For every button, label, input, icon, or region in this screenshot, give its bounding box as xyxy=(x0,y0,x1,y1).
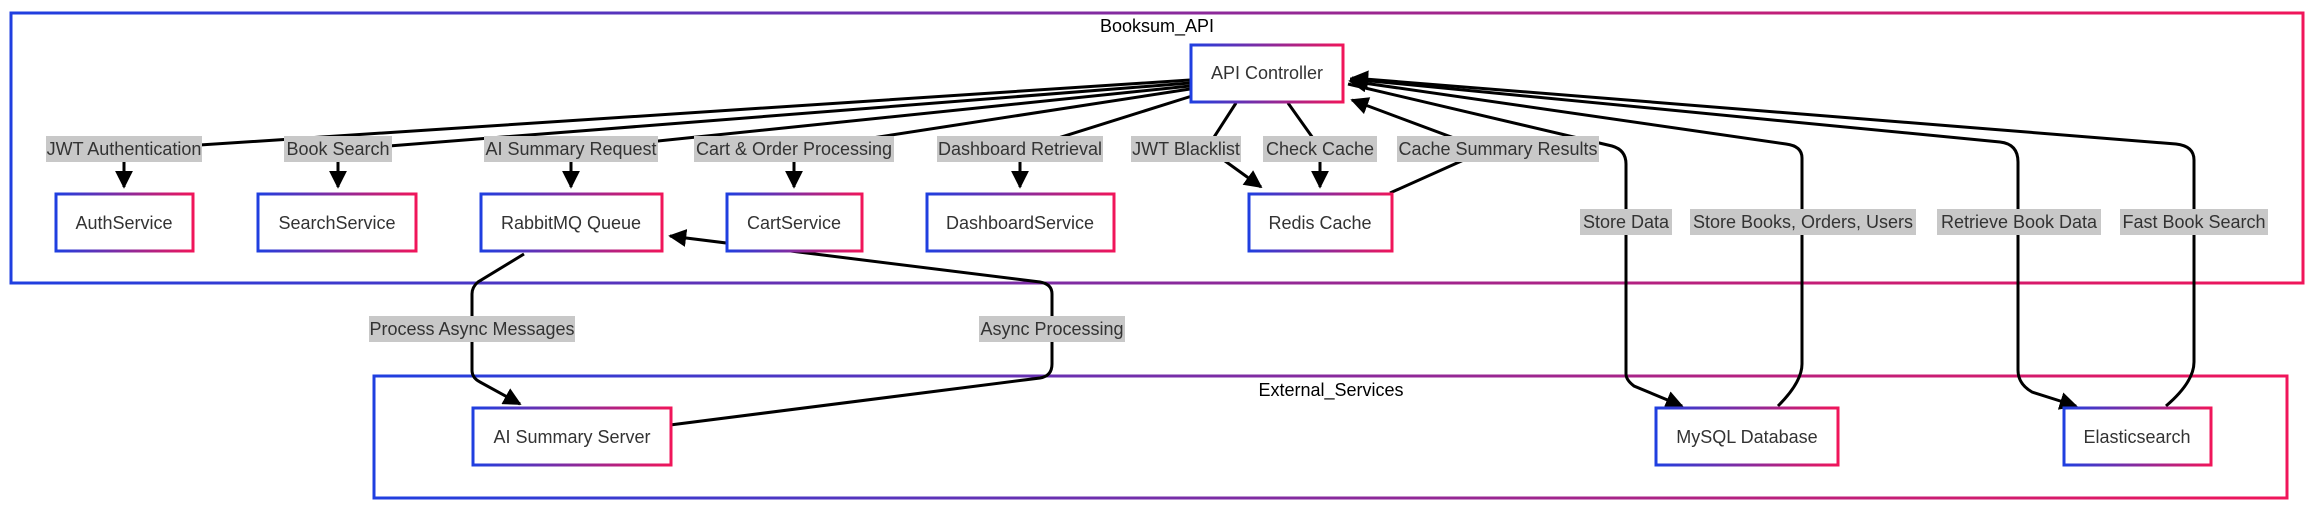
nodes: API Controller AuthService SearchService… xyxy=(54,43,2213,467)
node-label: API Controller xyxy=(1211,63,1323,83)
edge-labels: JWT Authentication Book Search AI Summar… xyxy=(46,136,2268,342)
node-label: DashboardService xyxy=(946,213,1094,233)
svg-text:Cart & Order Processing: Cart & Order Processing xyxy=(696,139,892,159)
svg-text:Fast Book Search: Fast Book Search xyxy=(2122,212,2265,232)
node-dashboardservice[interactable]: DashboardService xyxy=(925,192,1116,253)
edge-label-store-data: Store Data xyxy=(1580,209,1672,235)
svg-text:Store Data: Store Data xyxy=(1583,212,1670,232)
edge-label-jwt-blacklist: JWT Blacklist xyxy=(1131,136,1241,162)
svg-text:Dashboard Retrieval: Dashboard Retrieval xyxy=(938,139,1102,159)
node-api-controller[interactable]: API Controller xyxy=(1189,43,1345,104)
subgraph-title-external-services: External_Services xyxy=(1258,380,1403,401)
edge-label-dashboard-retrieval: Dashboard Retrieval xyxy=(937,136,1103,162)
edge-store-books-orders-users xyxy=(1348,74,1804,408)
edge-label-fast-book-search: Fast Book Search xyxy=(2120,209,2268,235)
svg-text:Cache Summary Results: Cache Summary Results xyxy=(1398,139,1597,159)
edge-label-store-books-orders-users: Store Books, Orders, Users xyxy=(1690,209,1916,235)
node-label: CartService xyxy=(747,213,841,233)
node-rabbitmq-queue[interactable]: RabbitMQ Queue xyxy=(479,192,664,253)
edge-label-ai-summary-request: AI Summary Request xyxy=(484,136,658,162)
node-mysql-database[interactable]: MySQL Database xyxy=(1654,406,1840,467)
svg-text:Async Processing: Async Processing xyxy=(980,319,1123,339)
subgraph-booksum-api: Booksum_API xyxy=(9,11,2305,285)
svg-text:AI Summary Request: AI Summary Request xyxy=(485,139,656,159)
node-label: Elasticsearch xyxy=(2083,427,2190,447)
svg-text:Book Search: Book Search xyxy=(286,139,389,159)
edge-label-retrieve-book-data: Retrieve Book Data xyxy=(1937,209,2101,235)
svg-text:Process Async Messages: Process Async Messages xyxy=(369,319,574,339)
edge-label-cart-order-processing: Cart & Order Processing xyxy=(694,136,894,162)
edge-label-book-search: Book Search xyxy=(284,136,392,162)
edge-retrieve-book-data xyxy=(1349,77,2078,410)
node-label: MySQL Database xyxy=(1676,427,1817,447)
edge-store-data xyxy=(1347,82,1684,409)
edge-fast-book-search xyxy=(1350,70,2196,408)
node-redis-cache[interactable]: Redis Cache xyxy=(1247,192,1394,253)
node-label: Redis Cache xyxy=(1268,213,1371,233)
svg-text:Retrieve Book Data: Retrieve Book Data xyxy=(1941,212,2098,232)
edge-label-jwt-authentication: JWT Authentication xyxy=(46,136,202,162)
edge-label-cache-summary-results: Cache Summary Results xyxy=(1397,136,1599,162)
node-label: AuthService xyxy=(75,213,172,233)
edge-label-check-cache: Check Cache xyxy=(1263,136,1377,162)
edges xyxy=(115,70,2196,427)
node-searchservice[interactable]: SearchService xyxy=(256,192,418,253)
svg-text:Check Cache: Check Cache xyxy=(1266,139,1374,159)
subgraph-title-booksum-api: Booksum_API xyxy=(1100,16,1214,37)
svg-text:JWT Authentication: JWT Authentication xyxy=(47,139,202,159)
edge-label-async-processing: Async Processing xyxy=(979,316,1125,342)
svg-text:JWT Blacklist: JWT Blacklist xyxy=(1132,139,1240,159)
svg-text:Store Books, Orders, Users: Store Books, Orders, Users xyxy=(1693,212,1913,232)
node-authservice[interactable]: AuthService xyxy=(54,192,195,253)
node-label: RabbitMQ Queue xyxy=(501,213,641,233)
node-elasticsearch[interactable]: Elasticsearch xyxy=(2062,406,2213,467)
node-cartservice[interactable]: CartService xyxy=(725,192,864,253)
node-label: SearchService xyxy=(278,213,395,233)
edge-label-process-async-messages: Process Async Messages xyxy=(369,316,575,342)
subgraph-external-services: External_Services xyxy=(372,374,2289,500)
node-ai-summary-server[interactable]: AI Summary Server xyxy=(471,406,673,467)
node-label: AI Summary Server xyxy=(493,427,650,447)
